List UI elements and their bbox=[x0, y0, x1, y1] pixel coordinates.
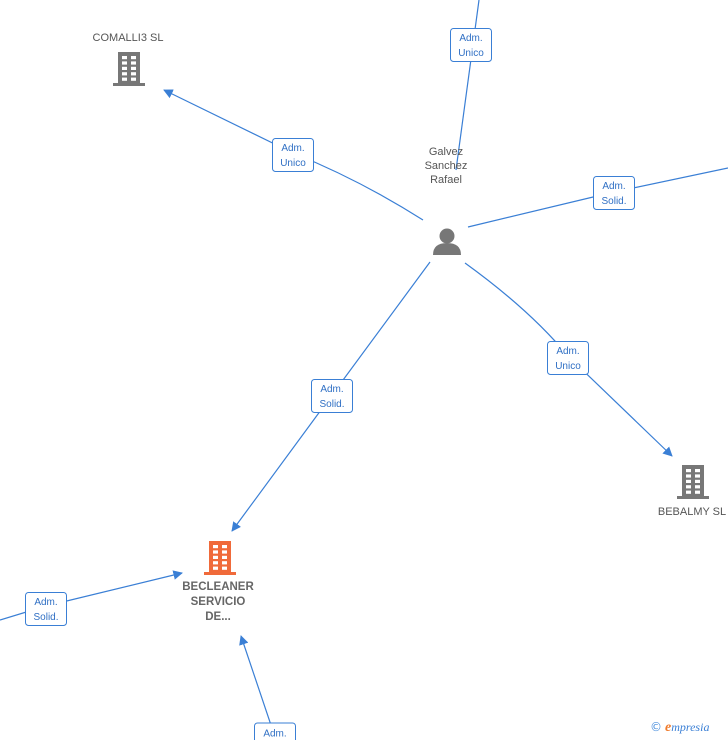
node-label-line: DE... bbox=[205, 611, 231, 623]
node-bebalmy[interactable]: BEBALMY SL bbox=[658, 465, 726, 518]
brand-initial: e bbox=[665, 720, 672, 735]
edge-label-top[interactable]: Adm. Unico bbox=[450, 28, 492, 62]
empresia-logo[interactable]: ©empresia bbox=[650, 720, 709, 738]
edge-top bbox=[455, 0, 480, 171]
edge-label-line: Solid. bbox=[33, 612, 58, 623]
node-label-line: Galvez bbox=[429, 146, 463, 158]
person-icon bbox=[433, 228, 461, 255]
building-icon bbox=[204, 541, 236, 575]
node-label-line: Sanchez bbox=[425, 160, 468, 172]
brand-name: mpresia bbox=[671, 720, 710, 734]
edge-label-line: Solid. bbox=[319, 399, 344, 410]
edge-label-line: Unico bbox=[280, 158, 306, 169]
edge-labels-layer: Adm.UnicoAdm.UnicoAdm.Solid.Adm.UnicoAdm… bbox=[25, 28, 635, 740]
edge-label-becleaner[interactable]: Adm. Solid. bbox=[311, 379, 353, 413]
edge-label-line: Adm. bbox=[263, 729, 286, 740]
node-label-line: SERVICIO bbox=[191, 596, 246, 608]
building-icon bbox=[113, 52, 145, 86]
copyright-symbol: © bbox=[650, 720, 662, 734]
edge-label-right[interactable]: Adm. Solid. bbox=[593, 176, 635, 210]
edge-label-left[interactable]: Adm. Solid. bbox=[25, 592, 67, 626]
node-comalli3[interactable]: COMALLI3 SL bbox=[93, 32, 164, 86]
edge-label-bottom[interactable]: Adm. bbox=[254, 722, 296, 740]
node-label-line: Rafael bbox=[430, 174, 462, 186]
edge-label-line: Adm. bbox=[602, 181, 625, 192]
edge-label-line: Unico bbox=[458, 48, 484, 59]
edge-label-bebalmy[interactable]: Adm. Unico bbox=[547, 341, 589, 375]
node-becleaner[interactable]: BECLEANER SERVICIO DE... bbox=[182, 541, 254, 623]
node-label-line: BEBALMY SL bbox=[658, 506, 726, 518]
edge-label-line: Unico bbox=[555, 361, 581, 372]
node-label-line: COMALLI3 SL bbox=[93, 32, 164, 44]
edge-label-line: Solid. bbox=[601, 196, 626, 207]
edge-label-line: Adm. bbox=[34, 597, 57, 608]
edge-label-line: Adm. bbox=[556, 346, 579, 357]
building-icon bbox=[677, 465, 709, 499]
edge-label-line: Adm. bbox=[281, 143, 304, 154]
edge-label-line: Adm. bbox=[459, 33, 482, 44]
edge-label-comalli3[interactable]: Adm. Unico bbox=[272, 138, 314, 172]
edge-label-line: Adm. bbox=[320, 384, 343, 395]
node-label-line: BECLEANER bbox=[182, 581, 254, 593]
